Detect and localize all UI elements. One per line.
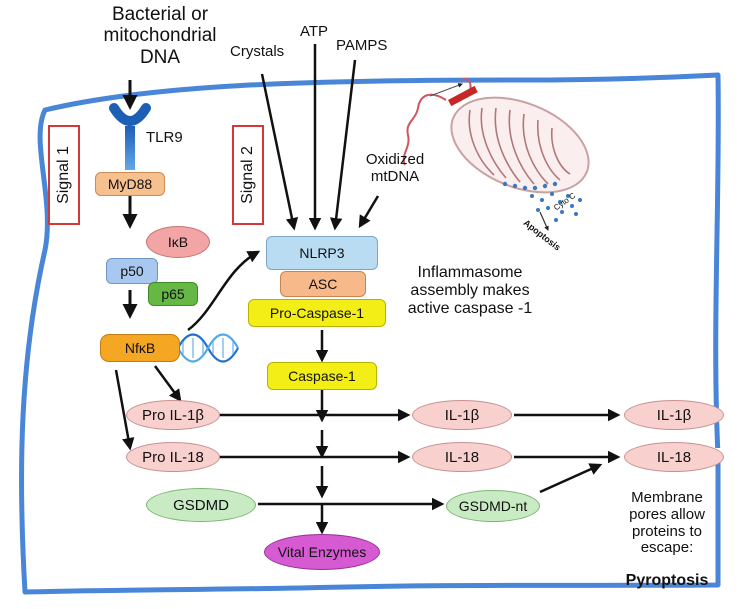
- il-18-node: IL-18: [412, 442, 512, 472]
- signal-2-label: Signal 2: [239, 146, 256, 204]
- oxidized-mtdna-label: Oxidized mtDNA: [365, 151, 425, 185]
- mitochondrion-illustration: [402, 78, 590, 231]
- p65-node: p65: [148, 282, 198, 306]
- pro-il-1b-node: Pro IL-1β: [126, 400, 220, 430]
- cell-membrane: [19, 72, 721, 595]
- pamps-label: PAMPS: [336, 37, 388, 54]
- gsdmd-node: GSDMD: [146, 488, 256, 522]
- gsdmd-nt-node: GSDMD-nt: [446, 490, 540, 522]
- nlrp3-node: NLRP3: [266, 236, 378, 270]
- crystals-label: Crystals: [230, 43, 285, 60]
- membrane-pores-text: Membrane pores allow proteins to escape:: [629, 489, 705, 557]
- bacterial-dna-label: Bacterial or mitochondrial DNA: [103, 4, 217, 68]
- tlr9-receptor: [109, 103, 151, 170]
- pyroptosis-label: Pyroptosis: [625, 572, 709, 589]
- pro-caspase-1-node: Pro-Caspase-1: [248, 299, 386, 327]
- atp-label: ATP: [300, 23, 329, 40]
- il-1b-extracellular-node: IL-1β: [624, 400, 724, 430]
- signal-1-box: Signal 1: [48, 125, 80, 225]
- vital-enzymes-node: Vital Enzymes: [264, 534, 380, 570]
- tlr9-label: TLR9: [146, 129, 183, 146]
- caspase-1-node: Caspase-1: [267, 362, 377, 390]
- myd88-node: MyD88: [95, 172, 165, 196]
- nfkb-node: NfκB: [100, 334, 180, 362]
- signal-2-box: Signal 2: [232, 125, 264, 225]
- signal-1-label: Signal 1: [55, 146, 72, 204]
- inflammasome-assembly-text: Inflammasome assembly makes active caspa…: [407, 264, 533, 317]
- pro-il-18-node: Pro IL-18: [126, 442, 220, 472]
- il-1b-node: IL-1β: [412, 400, 512, 430]
- dna-helix: [177, 333, 239, 363]
- il-18-extracellular-node: IL-18: [624, 442, 724, 472]
- ikb-node: IκB: [146, 226, 210, 258]
- p50-node: p50: [106, 258, 158, 284]
- asc-node: ASC: [280, 271, 366, 297]
